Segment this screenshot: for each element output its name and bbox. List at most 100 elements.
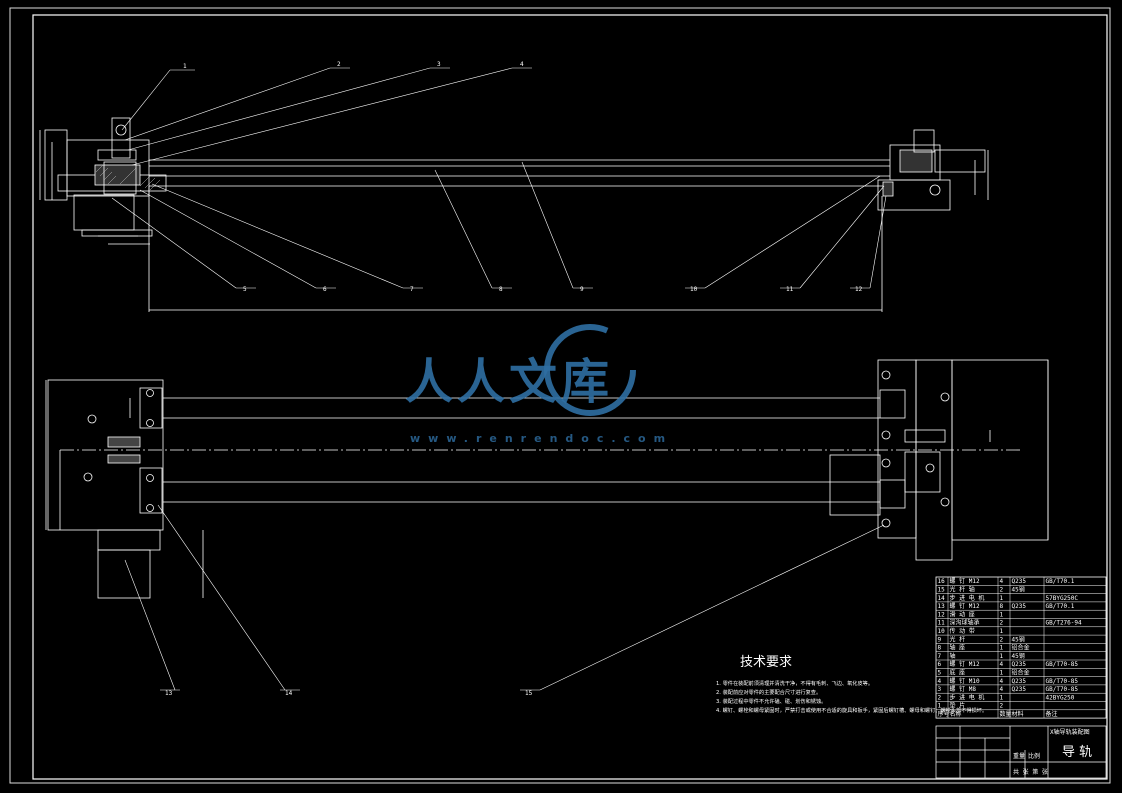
- bom-cell-qty: 1: [1000, 694, 1004, 701]
- scale-label: 比例: [1028, 752, 1040, 760]
- drawing-title: 导 轨: [1062, 745, 1092, 760]
- bom-cell-mat: Q235: [1012, 578, 1027, 585]
- bom-cell-no: 16: [938, 578, 946, 585]
- bom-cell-std: GB/T70.1: [1046, 578, 1075, 585]
- bom-cell-qty: 1: [1000, 653, 1004, 660]
- bom-cell-name: 轴 座: [950, 644, 966, 652]
- balloon-15: 15: [525, 690, 533, 697]
- bom-header-mat: 材料: [1012, 710, 1024, 718]
- tech-req-item-4: 4. 螺钉、螺栓和螺母紧固时，严禁打击或使用不合适的旋具和扳手，紧固后螺钉槽、螺…: [716, 706, 987, 714]
- weight-label: 重量: [1013, 752, 1025, 760]
- bom-cell-qty: 8: [1000, 603, 1004, 610]
- balloon-10: 10: [690, 286, 698, 293]
- bom-cell-name: 螺 钉 M12: [950, 577, 980, 585]
- bom-cell-name: 步 进 电 机: [950, 594, 985, 602]
- sheet-label: 共 张 第 张: [1013, 768, 1048, 776]
- tech-req-title: 技术要求: [740, 655, 792, 670]
- bom-cell-no: 10: [938, 628, 946, 635]
- bom-cell-std: GB/T70-85: [1046, 661, 1079, 668]
- bom-cell-qty: 4: [1000, 678, 1004, 685]
- bom-cell-no: 15: [938, 587, 946, 594]
- balloon-2: 2: [337, 61, 341, 68]
- bom-cell-name: 螺 钉 M10: [950, 677, 980, 685]
- bom-cell-std: GB/T70-85: [1046, 678, 1079, 685]
- bom-cell-qty: 1: [1000, 611, 1004, 618]
- bom-cell-no: 5: [938, 670, 942, 677]
- bom-cell-no: 6: [938, 661, 942, 668]
- bom-cell-qty: 2: [1000, 636, 1004, 643]
- bom-cell-no: 8: [938, 645, 942, 652]
- bom-cell-std: GB/T70.1: [1046, 603, 1075, 610]
- bom-header-std: 备注: [1046, 710, 1058, 718]
- bom-cell-name: 螺 钉 M12: [950, 660, 980, 668]
- bom-cell-mat: Q235: [1012, 661, 1027, 668]
- bom-header-qty: 数量: [1000, 710, 1012, 718]
- bom-cell-mat: 45钢: [1012, 586, 1025, 594]
- top-view-leaders: [124, 504, 885, 691]
- watermark-text: 人人文库: [405, 354, 613, 410]
- balloon-8: 8: [499, 286, 503, 293]
- balloon-7: 7: [410, 286, 414, 293]
- bom-cell-name: 螺 钉 M8: [950, 685, 977, 693]
- balloon-1: 1: [183, 63, 187, 70]
- front-view: [39, 117, 989, 312]
- balloon-3: 3: [437, 61, 441, 68]
- bom-cell-mat: Q235: [1012, 678, 1027, 685]
- bom-cell-qty: 2: [1000, 587, 1004, 594]
- watermark: 人人文库 www.renrendoc.com: [405, 324, 673, 445]
- watermark-url: www.renrendoc.com: [410, 432, 673, 445]
- inner-frame: [32, 14, 1108, 780]
- bom-cell-no: 12: [938, 611, 946, 618]
- title-block: [935, 725, 1107, 779]
- bom-cell-mat: 铝合金: [1012, 669, 1030, 677]
- top-view: [45, 359, 1049, 599]
- outer-frame: [9, 7, 1111, 784]
- bom-cell-name: 底 座: [950, 669, 966, 677]
- bom-cell-std: 42BYG250: [1046, 694, 1075, 701]
- bom-cell-name: 步 进 电 机: [950, 693, 985, 701]
- bom-cell-qty: 4: [1000, 686, 1004, 693]
- bom-cell-name: 深沟球轴承: [950, 619, 980, 627]
- bom-cell-name: 传 动 带: [950, 627, 975, 635]
- bom-cell-no: 7: [938, 653, 942, 660]
- bom-cell-no: 3: [938, 686, 942, 693]
- tech-req-item-1: 1. 零件在装配前须清理并清洗干净，不得有毛刺、飞边、氧化皮等。: [716, 679, 873, 687]
- bom-header-no: 序号: [938, 710, 950, 718]
- balloon-12: 12: [855, 286, 863, 293]
- bom-cell-no: 13: [938, 603, 946, 610]
- balloon-5: 5: [243, 286, 247, 293]
- bom-cell-qty: 4: [1000, 661, 1004, 668]
- bom-cell-std: 57BYG250C: [1046, 595, 1079, 602]
- bom-header-name: 名称: [950, 710, 962, 718]
- tech-req-item-3: 3. 装配过程中零件不允许磕、碰、划伤和锈蚀。: [716, 697, 826, 705]
- bom-cell-name: 光 杆 轴: [950, 586, 975, 594]
- balloon-6: 6: [323, 286, 327, 293]
- bom-cell-qty: 2: [1000, 703, 1004, 710]
- bom-cell-mat: Q235: [1012, 686, 1027, 693]
- bom-cell-name: 螺 钉 M12: [950, 602, 980, 610]
- balloon-9: 9: [580, 286, 584, 293]
- bom-cell-qty: 4: [1000, 578, 1004, 585]
- balloon-13: 13: [165, 690, 173, 697]
- bom-cell-no: 2: [938, 694, 942, 701]
- bom-cell-qty: 1: [1000, 628, 1004, 635]
- bom-cell-qty: 1: [1000, 595, 1004, 602]
- bom-cell-mat: 45钢: [1012, 652, 1025, 660]
- design-name: X轴导轨装配图: [1050, 728, 1090, 736]
- bom-cell-no: 9: [938, 636, 942, 643]
- bom-cell-name: 光 杆: [950, 635, 966, 643]
- bom-cell-no: 11: [938, 620, 946, 627]
- bom-cell-qty: 2: [1000, 620, 1004, 627]
- bom-cell-no: 14: [938, 595, 946, 602]
- bom-cell-mat: 铝合金: [1012, 644, 1030, 652]
- watermark-ring: [544, 324, 636, 416]
- bom-cell-qty: 1: [1000, 670, 1004, 677]
- balloon-14: 14: [285, 690, 293, 697]
- bom-cell-no: 1: [938, 703, 942, 710]
- bom-cell-qty: 1: [1000, 645, 1004, 652]
- bom-cell-name: 轴: [950, 652, 956, 660]
- tech-req-item-2: 2. 装配前应对零件的主要配合尺寸进行复查。: [716, 688, 821, 696]
- bom-cell-name: 垫 片: [950, 702, 966, 710]
